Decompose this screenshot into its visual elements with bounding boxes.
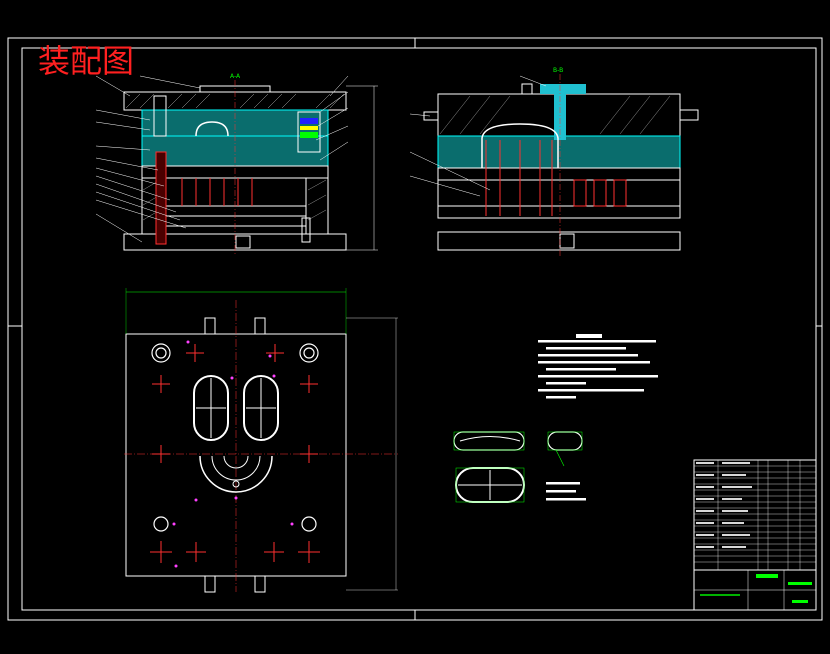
front-section-view: A-A	[95, 73, 378, 256]
svg-text:A-A: A-A	[230, 73, 241, 80]
part-views	[453, 431, 586, 503]
technical-requirements	[538, 334, 658, 399]
centering-marks	[8, 38, 822, 620]
drawing-title: 装配图	[38, 42, 134, 80]
plan-view	[124, 288, 398, 593]
inner-border	[21, 47, 817, 611]
side-section-view: B-B	[409, 67, 699, 256]
svg-text:B-B: B-B	[553, 67, 563, 74]
parts-list-table	[693, 459, 817, 611]
